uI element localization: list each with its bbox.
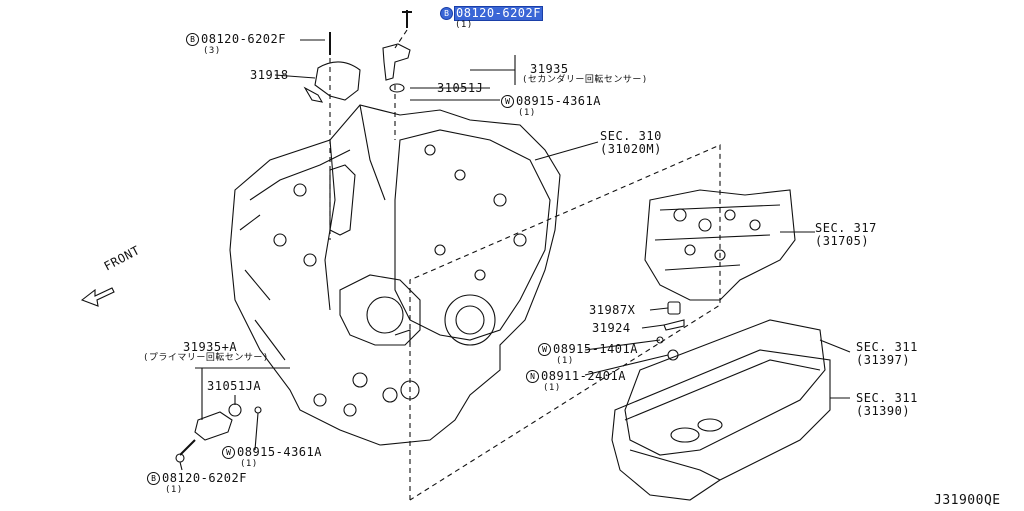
bolt-08120-6202f-bottom[interactable]: B 08120-6202F (147, 472, 247, 485)
nut-prefix: N (526, 370, 539, 383)
qty-label: (1) (165, 485, 183, 495)
part-31935a-desc: (プライマリー回転センサー) (143, 353, 269, 363)
part-31935-desc: (セカンダリー回転センサー) (522, 75, 648, 85)
part-31987x[interactable]: 31987X (589, 303, 636, 317)
bracket-31918 (314, 61, 361, 101)
qty-label: (1) (556, 356, 574, 366)
part-31051j[interactable]: 31051J (437, 81, 484, 95)
washer-prefix: W (538, 343, 551, 356)
valve-body (644, 189, 796, 301)
sec-317[interactable]: SEC. 317 (815, 221, 877, 235)
transmission-case (229, 104, 561, 446)
part-31918[interactable]: 31918 (250, 68, 289, 82)
sec-310[interactable]: SEC. 310 (600, 129, 662, 143)
qty-label: (1) (518, 108, 536, 118)
sec-311-b[interactable]: SEC. 311 (856, 391, 918, 405)
part-number[interactable]: 08911-2401A (541, 369, 626, 383)
washer-08915-4361a-bottom[interactable]: W 08915-4361A (222, 446, 322, 459)
oil-pan-gasket (624, 319, 826, 456)
part-number[interactable]: 08120-6202F (201, 32, 286, 46)
sec-317-ref: (31705) (815, 234, 870, 248)
qty-label: (3) (203, 46, 221, 56)
oil-pan (611, 349, 831, 501)
washer-prefix: W (222, 446, 235, 459)
part-number-highlighted[interactable]: 08120-6202F (454, 6, 543, 21)
part-number[interactable]: 08915-1401A (553, 342, 638, 356)
qty-label: (1) (455, 20, 473, 30)
sec-311-a[interactable]: SEC. 311 (856, 340, 918, 354)
sec-311-b-ref: (31390) (856, 404, 911, 418)
washer-08915-4361a-top[interactable]: W 08915-4361A (501, 95, 601, 108)
part-31935[interactable]: 31935 (530, 62, 569, 76)
bolt-prefix: B (440, 7, 453, 20)
diagram-code: J31900QE (934, 493, 1001, 508)
part-31051ja[interactable]: 31051JA (207, 379, 262, 393)
primary-speed-sensor (194, 411, 233, 441)
sec-310-ref: (31020M) (600, 142, 662, 156)
part-number[interactable]: 08120-6202F (162, 471, 247, 485)
washer-prefix: W (501, 95, 514, 108)
nut-08911-2401a[interactable]: N 08911-2401A (526, 370, 626, 383)
bolt-08120-6202f-top[interactable]: B 08120-6202F (440, 6, 543, 21)
part-number[interactable]: 08915-4361A (237, 445, 322, 459)
part-31924[interactable]: 31924 (592, 321, 631, 335)
bolt-08120-6202f-left[interactable]: B 08120-6202F (186, 33, 286, 46)
washer-08915-1401a[interactable]: W 08915-1401A (538, 343, 638, 356)
part-number[interactable]: 08915-4361A (516, 94, 601, 108)
sec-311-a-ref: (31397) (856, 353, 911, 367)
secondary-speed-sensor (382, 43, 411, 81)
qty-label: (1) (543, 383, 561, 393)
bolt-prefix: B (147, 472, 160, 485)
part-31935a[interactable]: 31935+A (183, 340, 238, 354)
bolt-prefix: B (186, 33, 199, 46)
qty-label: (1) (240, 459, 258, 469)
